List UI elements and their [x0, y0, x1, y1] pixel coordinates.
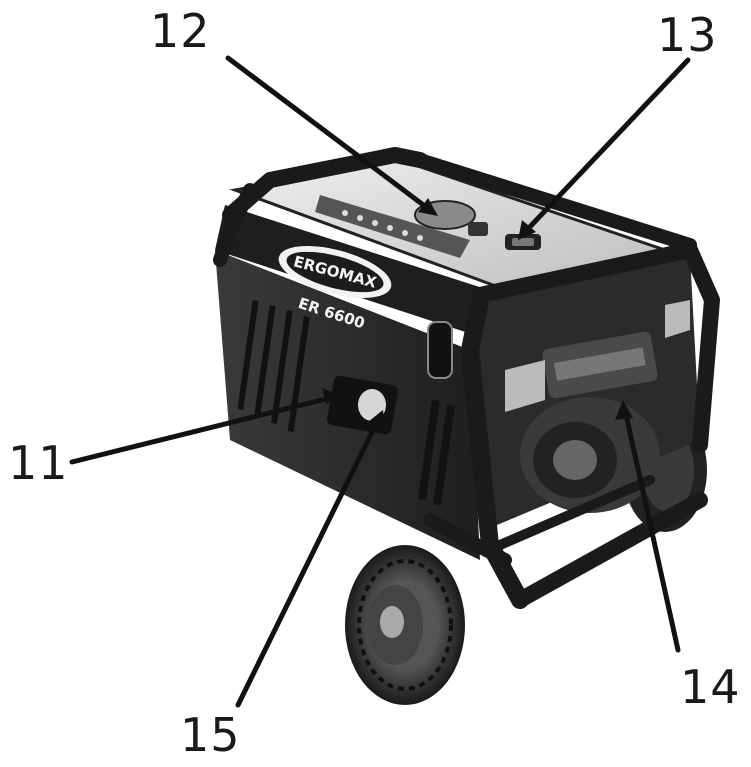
front-wheel [345, 545, 465, 705]
engine [520, 331, 660, 513]
leader-12 [225, 55, 433, 213]
generator-housing: ERGOMAX ER 6600 [215, 158, 700, 560]
leader-13 [522, 57, 691, 235]
leader-14 [622, 407, 681, 653]
callout-12: 12 [150, 4, 211, 58]
arrow-11 [322, 388, 340, 405]
fuel-gauge [505, 234, 541, 250]
leader-lines [69, 55, 691, 708]
leader-11 [69, 395, 333, 465]
leader-15 [235, 417, 381, 708]
callout-13: 13 [657, 8, 718, 62]
callout-15: 15 [180, 708, 241, 762]
arrow-15 [368, 410, 385, 430]
tube-frame [213, 147, 720, 609]
arrow-14 [615, 400, 633, 420]
arrow-13 [518, 220, 536, 240]
callout-14: 14 [680, 660, 741, 714]
callout-11: 11 [8, 436, 69, 490]
arrow-12 [418, 198, 438, 216]
